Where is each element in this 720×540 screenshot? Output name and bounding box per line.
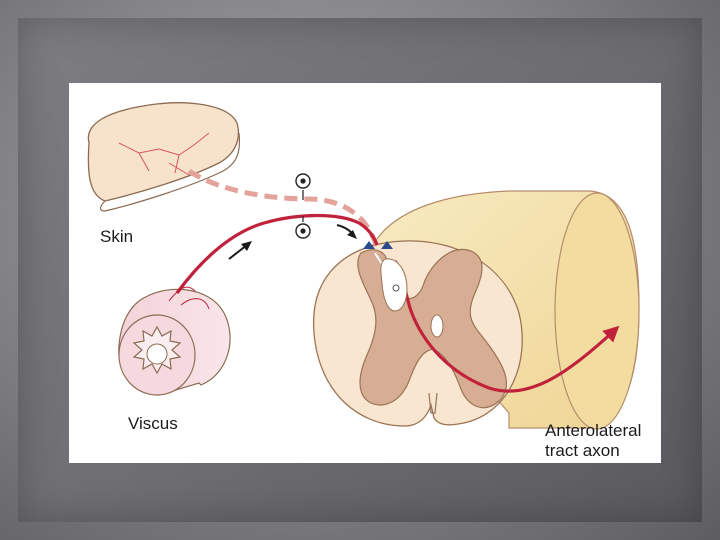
referred-pain-diagram <box>87 102 640 430</box>
viscus-tube <box>118 286 231 396</box>
tract-label-line1: Anterolateral <box>545 421 642 440</box>
viscus-label: Viscus <box>128 414 178 433</box>
anterolateral-tract-label: Anterolateral tract axon <box>545 421 641 461</box>
central-canal <box>430 314 444 338</box>
tract-label-line2: tract axon <box>545 441 620 460</box>
figure-panel: Skin Viscus Anterolateral tract axon <box>69 83 661 463</box>
visceral-afferent-fiber <box>175 213 379 294</box>
skin-label: Skin <box>100 227 134 246</box>
cutaneous-afferent-fiber <box>187 168 381 251</box>
arrow-icon <box>228 224 357 260</box>
skin-tissue <box>87 102 241 212</box>
neuron-cell-body-icon <box>295 173 311 239</box>
dorsal-horn-neuron <box>380 258 408 312</box>
